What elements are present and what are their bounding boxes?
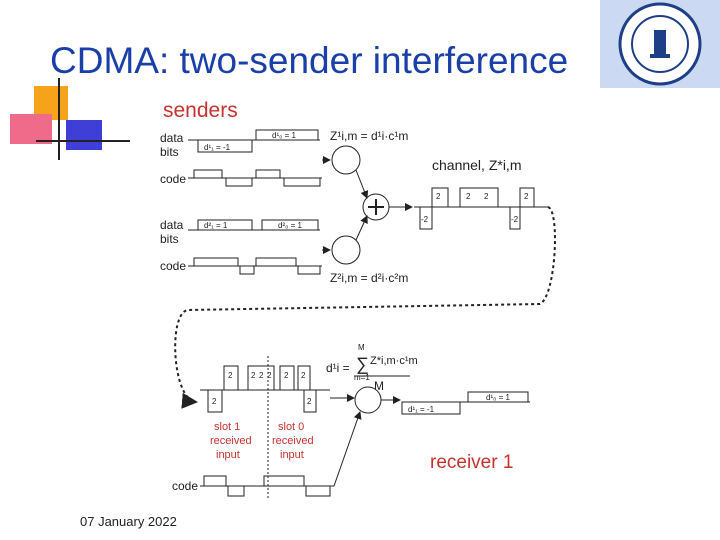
deco-square-blue — [66, 120, 102, 150]
footer-date: 07 January 2022 — [80, 514, 177, 529]
sender2-bit-slot0: d²₀ = 1 — [278, 221, 303, 230]
channel-value-6: -2 — [511, 215, 519, 224]
deco-square-pink — [10, 114, 52, 144]
sender1-code-waveform — [193, 169, 321, 187]
slot1-label-line2: received — [210, 435, 252, 447]
sender2-formula: Z²i,m = d²i·c²m — [330, 271, 408, 285]
sender1-code-label: code — [160, 172, 186, 186]
receiver-input-value-4: 2 — [267, 371, 272, 380]
sender1-formula: Z¹i,m = d¹i·c¹m — [330, 129, 408, 143]
sender2: data bits code d²₁ = 1 d²₀ = 1 Z²i,m = d… — [160, 218, 408, 285]
receiver-input-value-8: 2 — [307, 397, 312, 406]
sender1-bits-label: bits — [160, 145, 179, 159]
decoding-formula-index: m=1 — [354, 373, 370, 382]
slot0-label-line2: received — [272, 435, 314, 447]
sender1-bit-slot1: d¹₁ = -1 — [204, 143, 231, 152]
sender2-data-label: data — [160, 218, 184, 232]
slot1-label-line3: input — [216, 449, 240, 461]
receiver-input-value-7: 2 — [212, 397, 217, 406]
decoding-formula-sum: ∑ — [356, 354, 369, 374]
senders-label: senders — [163, 99, 238, 122]
receiver-input-value-5: 2 — [284, 371, 289, 380]
receiver-input-waveform: 2 2 2 2 2 2 2 2 — [200, 365, 330, 413]
channel-value-2: 2 — [466, 192, 471, 201]
slot0-label-line1: slot 0 — [278, 421, 304, 433]
receiver-input-value-3: 2 — [259, 371, 264, 380]
channel-waveform: 2 2 2 2 -2 -2 — [414, 187, 548, 230]
decoding-formula-denominator: M — [374, 379, 384, 393]
sender1-bit-slot0: d¹₀ = 1 — [272, 131, 297, 140]
decoding-formula-lhs: d¹i = — [326, 361, 350, 375]
university-seal-icon — [600, 0, 720, 88]
sender2-bits-label: bits — [160, 232, 179, 246]
receiver-code-waveform — [200, 475, 334, 497]
slot0-label-line3: input — [280, 449, 304, 461]
slot1-label-line1: slot 1 — [214, 421, 240, 433]
channel-value-4: 2 — [524, 192, 529, 201]
deco-line-horizontal — [36, 140, 156, 142]
deco-line-vertical — [58, 78, 60, 160]
receiver-input-value-2: 2 — [251, 371, 256, 380]
decoding-formula-upper-limit: M — [358, 343, 365, 352]
channel-value-5: -2 — [421, 215, 429, 224]
receiver-output-slot0: d¹₀ = 1 — [486, 393, 511, 402]
receiver-label: receiver 1 — [430, 452, 513, 473]
receiver-output-slot1: d¹₁ = -1 — [408, 405, 435, 414]
channel-label: channel, Z*i,m — [432, 157, 521, 173]
channel-value-1: 2 — [436, 192, 441, 201]
receiver-code-label: code — [172, 479, 198, 493]
sender2-code-waveform — [193, 257, 321, 275]
slide-title: CDMA: two-sender interference — [50, 40, 569, 81]
decoding-formula-terms: Z*i,m·c¹m — [370, 355, 418, 367]
sender2-bit-slot1: d²₁ = 1 — [204, 221, 228, 230]
sender2-multiplier — [331, 235, 361, 265]
receiver: 2 2 2 2 2 2 2 2 slot 1 received input sl… — [172, 343, 530, 500]
receiver-input-value-1: 2 — [228, 371, 233, 380]
receiver-input-value-6: 2 — [301, 371, 306, 380]
sender2-code-label: code — [160, 259, 186, 273]
sender1-multiplier — [331, 145, 361, 175]
receiver-multiplier — [354, 386, 382, 414]
channel-to-receiver-connector — [174, 206, 556, 409]
channel-value-3: 2 — [484, 192, 489, 201]
sender1-data-label: data — [160, 131, 184, 145]
sender1: data bits code d¹₁ = -1 d¹₀ = 1 Z¹i,m = … — [160, 129, 408, 187]
